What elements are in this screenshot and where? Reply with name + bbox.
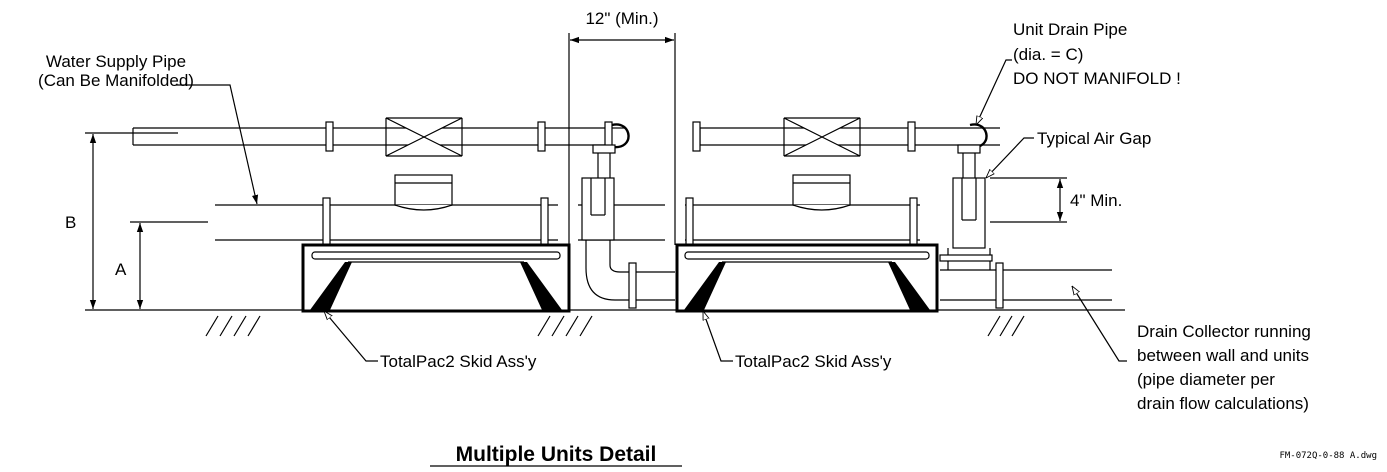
air-gap-min-label: 4" Min. [1070,191,1122,210]
unit-drain-label-line2: (dia. = C) [1013,45,1083,64]
drawing-file-name: FM-072Q-0-88 A.dwg [1279,451,1377,461]
drain-collector-pipe [585,248,1112,301]
leader-water-supply [176,84,259,205]
drain-collector-label-line1: Drain Collector running [1137,322,1311,341]
water-supply-label-line2: (Can Be Manifolded) [38,71,194,90]
valve-left-icon [385,117,463,211]
valve-right-icon [783,117,861,211]
skid-right [675,243,939,313]
air-gap-label: Typical Air Gap [1037,129,1151,148]
dimension-4-min [990,177,1067,223]
spacing-dimension-label: 12" (Min.) [585,9,658,28]
dimension-12-min [568,33,676,245]
unit-drain-right [952,123,988,249]
skid-left-label: TotalPac2 Skid Ass'y [380,352,537,371]
drain-collector-label-line2: between wall and units [1137,346,1309,365]
upper-pipe-right [699,127,1000,146]
skid-right-label: TotalPac2 Skid Ass'y [735,352,892,371]
dimension-b [85,132,178,309]
upper-pipe-left [132,127,612,146]
unit-drain-left [581,123,630,255]
drain-collector-flanges [628,254,1004,309]
drain-collector-label-line4: drain flow calculations) [1137,394,1309,413]
ground-hatch-marks [205,315,1025,337]
drawing-title: Multiple Units Detail [456,443,657,466]
water-supply-label-line1: Water Supply Pipe [46,52,186,71]
leader-drain-collector [1072,286,1127,362]
leader-skid-right [702,311,733,362]
skid-left [301,243,571,313]
unit-drain-label-line1: Unit Drain Pipe [1013,20,1127,39]
dimension-b-label: B [65,213,76,232]
unit-drain-label-line3: DO NOT MANIFOLD ! [1013,69,1181,88]
leader-air-gap [986,137,1034,178]
leader-skid-left [324,311,378,362]
drain-collector-label-line3: (pipe diameter per [1137,370,1275,389]
dimension-a-label: A [115,260,127,279]
dimension-a [130,221,208,309]
leader-unit-drain [976,59,1012,125]
